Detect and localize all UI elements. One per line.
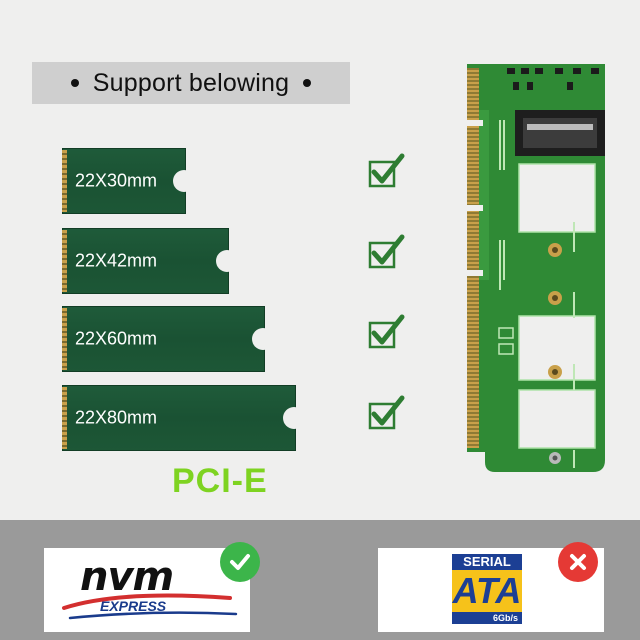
sata-logo-top: SERIAL	[452, 554, 522, 570]
mounting-notch	[283, 407, 305, 429]
ssd-module-2242: 22X42mm	[62, 228, 238, 294]
x-circle-icon	[558, 542, 598, 582]
interface-label: PCI-E	[172, 462, 268, 500]
mounting-notch	[173, 170, 195, 192]
product-image: Support belowing 22X30mm 22X42mm 22X60mm…	[32, 62, 605, 500]
check-circle-icon	[220, 542, 260, 582]
module-size-label: 22X42mm	[75, 250, 158, 271]
nvme-logo-subtext: EXPRESS	[100, 598, 167, 614]
sata-logo-bottom: 6Gb/s	[452, 612, 522, 624]
nvme-logo-panel: nvm EXPRESS	[44, 548, 250, 632]
support-banner: Support belowing	[32, 62, 350, 104]
sata-logo-main: ATA	[452, 570, 522, 612]
dot-icon	[303, 79, 312, 87]
checkmark-icon	[368, 153, 405, 188]
mounting-notch	[252, 328, 274, 350]
sata-logo: SERIAL ATA 6Gb/s	[452, 554, 522, 624]
gold-contacts	[62, 387, 67, 449]
dot-icon	[70, 79, 79, 87]
module-size-label: 22X30mm	[75, 170, 158, 191]
ssd-module-2280: 22X80mm	[62, 385, 305, 451]
module-size-label: 22X60mm	[75, 328, 158, 349]
gold-contacts	[62, 230, 67, 292]
ssd-module-2260: 22X60mm	[62, 306, 274, 372]
banner-title: Support belowing	[92, 68, 290, 97]
checkmark-icon	[368, 395, 405, 430]
gold-contacts	[62, 150, 67, 212]
pcie-adapter-board	[463, 64, 605, 472]
nvme-logo-text: nvm	[80, 554, 174, 600]
checkmark-icon	[368, 314, 405, 349]
ssd-module-2230: 22X30mm	[62, 148, 195, 214]
gold-contacts	[62, 308, 67, 370]
module-size-label: 22X80mm	[75, 407, 158, 428]
mounting-notch	[216, 250, 238, 272]
checkmark-icon	[368, 234, 405, 269]
nvme-swoosh-icon	[62, 593, 238, 620]
